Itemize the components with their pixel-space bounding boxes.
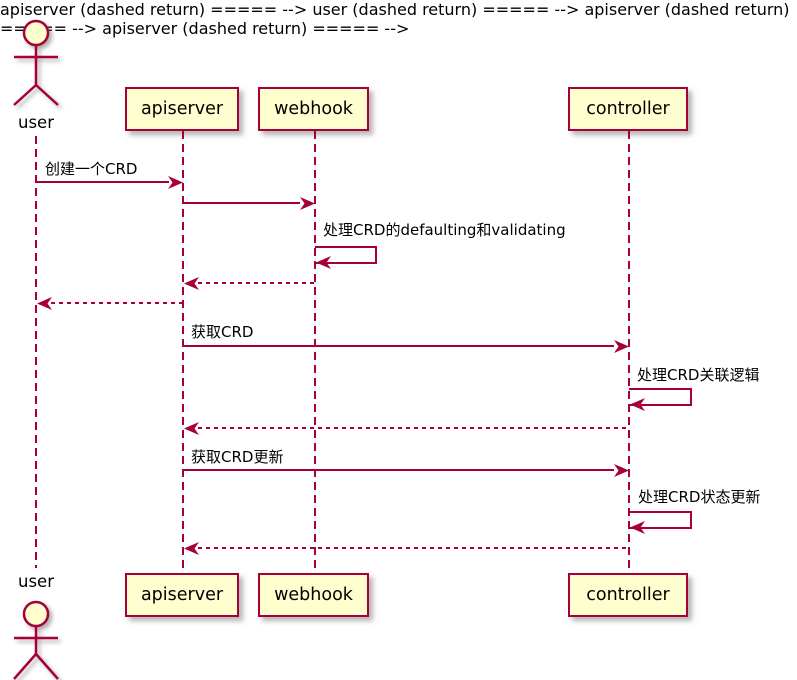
message-label: 处理CRD的defaulting和validating (323, 221, 566, 239)
actor-label-user-bottom: user (18, 572, 54, 591)
message-label: 获取CRD更新 (191, 448, 284, 466)
return-arrow-line (51, 302, 182, 304)
participant-box-webhook-top: webhook (258, 87, 369, 131)
message-label: 处理CRD关联逻辑 (637, 366, 760, 384)
return-arrow-line (198, 547, 628, 549)
actor-label-user-top: user (18, 113, 54, 132)
message-label: 创建一个CRD (45, 160, 138, 178)
return-arrow-line (198, 282, 314, 284)
user-actor-icon (13, 19, 59, 106)
lifeline-user (35, 136, 37, 568)
arrowhead-left-icon (37, 297, 52, 310)
arrowhead-left-icon (184, 422, 199, 435)
participant-box-controller-bottom: controller (568, 573, 688, 617)
participant-box-apiserver-top: apiserver (125, 87, 239, 131)
arrowhead-right-icon (614, 340, 629, 353)
arrowhead-right-icon (614, 464, 629, 477)
arrowhead-right-icon (300, 197, 315, 210)
lifeline-webhook (314, 131, 316, 573)
arrowhead-left-icon (184, 542, 199, 555)
message-arrow-line (183, 202, 300, 204)
participant-box-controller-top: controller (568, 87, 688, 131)
lifeline-apiserver (182, 131, 184, 573)
message-label: 获取CRD (191, 323, 254, 341)
arrowhead-left-icon (184, 277, 199, 290)
user-actor-icon (13, 600, 59, 680)
message-arrow-line (36, 181, 169, 183)
arrowhead-right-icon (168, 176, 183, 189)
self-message-loop (629, 511, 692, 529)
self-message-loop (315, 246, 377, 264)
message-arrow-line (183, 345, 614, 347)
message-arrow-line (183, 469, 614, 471)
self-message-loop (629, 388, 692, 406)
lifeline-controller (628, 131, 630, 573)
return-arrow-line (198, 427, 628, 429)
participant-box-webhook-bottom: webhook (258, 573, 369, 617)
message-label: 处理CRD状态更新 (638, 488, 761, 506)
participant-box-apiserver-bottom: apiserver (125, 573, 239, 617)
